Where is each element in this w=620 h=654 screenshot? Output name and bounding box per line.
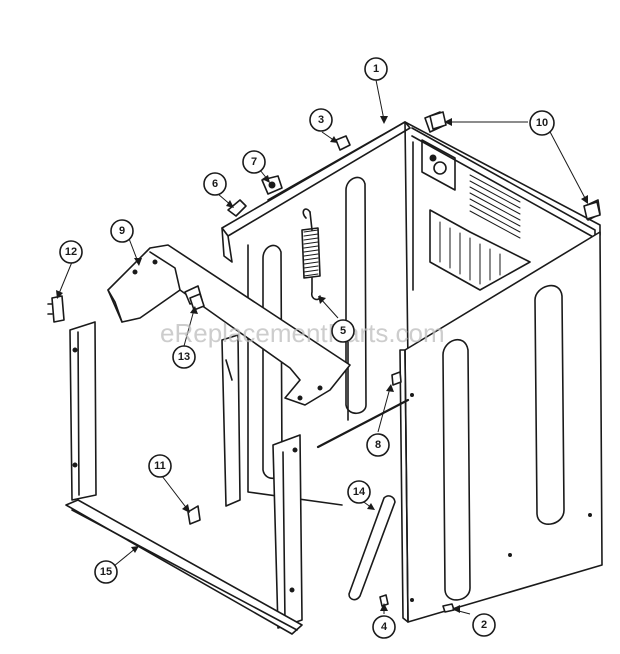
part-13-clip <box>189 293 205 311</box>
callout-8: 8 <box>366 433 390 457</box>
part-10-bracket-b <box>583 201 601 220</box>
watermark-text: eReplacementParts.com <box>160 318 445 348</box>
callout-4-label: 4 <box>381 621 388 633</box>
left-panel-slot-2 <box>345 176 367 415</box>
callout-7: 7 <box>242 150 266 174</box>
callout-13-label: 13 <box>178 351 190 363</box>
callout-9: 9 <box>110 219 134 243</box>
callout-15: 15 <box>94 560 118 584</box>
callout-2-label: 2 <box>481 619 487 631</box>
right-front-upright <box>272 434 303 629</box>
callout-6-label: 6 <box>212 178 218 190</box>
callout-1-label: 1 <box>373 63 379 75</box>
cabinet-top-rail <box>221 121 411 237</box>
rear-grille-slats <box>439 221 501 285</box>
back-panel-top <box>411 127 596 239</box>
center-support <box>221 334 241 507</box>
part-2-screw <box>442 603 455 613</box>
callout-9-label: 9 <box>119 225 125 237</box>
back-bracket-dot <box>429 154 437 162</box>
part-6-clip <box>227 199 247 217</box>
callout-12-label: 12 <box>65 246 77 258</box>
rod <box>348 495 396 601</box>
callout-15-label: 15 <box>100 566 112 578</box>
bottom-rail <box>65 499 303 635</box>
right-panel-slot-1 <box>442 338 471 601</box>
callout-7-label: 7 <box>251 156 257 168</box>
rear-grille-frame <box>429 209 531 291</box>
strike-clip <box>391 371 402 386</box>
front-supports <box>69 321 303 629</box>
callout-10-label: 10 <box>536 117 548 129</box>
callout-8-label: 8 <box>375 439 381 451</box>
callout-13: 13 <box>172 345 196 369</box>
cabinet-left-flange <box>221 227 233 263</box>
callout-3: 3 <box>309 108 333 132</box>
callout-5: 5 <box>331 319 355 343</box>
callout-2: 2 <box>472 613 496 637</box>
leader-lines <box>56 79 588 615</box>
spring <box>301 208 321 301</box>
part-12-hinge <box>51 295 65 323</box>
callout-11-label: 11 <box>154 460 166 472</box>
callout-4: 4 <box>372 615 396 639</box>
brace-body <box>107 244 351 406</box>
callout-1: 1 <box>364 57 388 81</box>
part-10-bracket-a <box>429 111 447 130</box>
strike-rod <box>316 371 410 449</box>
callout-6: 6 <box>203 172 227 196</box>
cabinet-right-panel <box>404 231 603 623</box>
part-3-clip <box>335 135 351 151</box>
cabinet-back-corner <box>404 121 409 366</box>
part-4-screw <box>379 594 389 607</box>
back-bracket <box>421 139 456 191</box>
rod-body <box>348 495 396 601</box>
callout-12: 12 <box>59 240 83 264</box>
left-front-upright <box>69 321 97 501</box>
callout-5-label: 5 <box>340 325 346 337</box>
part-11-bracket <box>187 505 201 525</box>
right-panel-slot-2 <box>534 284 565 525</box>
callout-14-label: 14 <box>353 486 366 498</box>
cabinet-front-flange <box>399 349 409 623</box>
callout-11: 11 <box>148 454 172 478</box>
back-bracket-hole <box>433 161 447 175</box>
top-front-brace <box>107 244 351 406</box>
back-vents <box>469 174 521 239</box>
callout-3-label: 3 <box>318 114 324 126</box>
callout-14: 14 <box>347 480 371 504</box>
callout-10: 10 <box>529 110 555 136</box>
